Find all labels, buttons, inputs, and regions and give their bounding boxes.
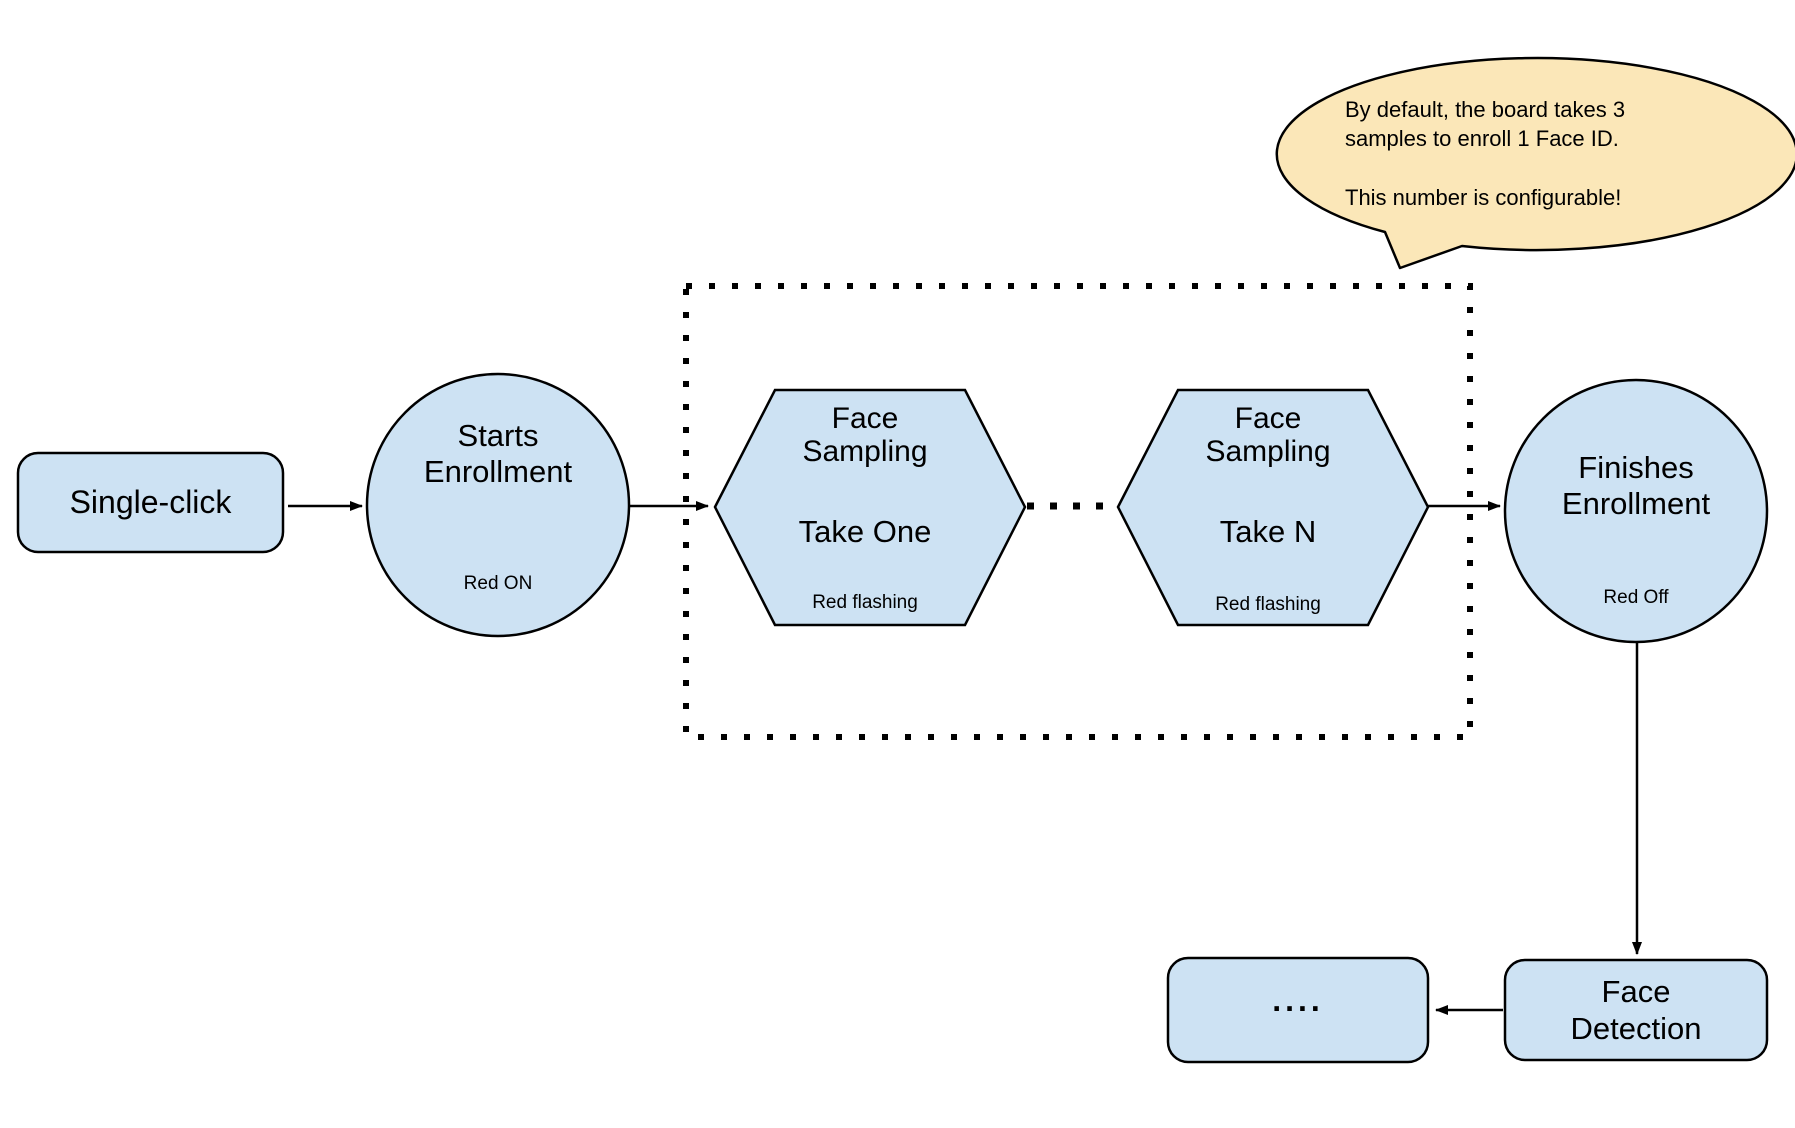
sampling-n-status: Red flashing bbox=[1215, 594, 1321, 615]
sampling-n-take-label: Take N bbox=[1219, 514, 1317, 549]
single-click-label: Single-click bbox=[69, 484, 232, 520]
sampling-one-take-label: Take One bbox=[798, 514, 932, 549]
callout-text-line1: By default, the board takes 3 bbox=[1345, 97, 1626, 122]
continuation-label: .... bbox=[1272, 981, 1324, 1018]
finishes-enrollment-status: Red Off bbox=[1603, 587, 1669, 608]
sampling-one-status: Red flashing bbox=[812, 592, 918, 613]
sampling-n-title: Face Sampling bbox=[1205, 402, 1331, 468]
sampling-group-dotted-box bbox=[683, 283, 1473, 740]
callout-text-line3: This number is configurable! bbox=[1345, 185, 1622, 210]
finishes-enrollment-title: Finishes Enrollment bbox=[1561, 450, 1711, 521]
face-detection-label: Face Detection bbox=[1570, 974, 1702, 1046]
single-click-node bbox=[16, 451, 285, 554]
callout-text-line2: samples to enroll 1 Face ID. bbox=[1345, 126, 1619, 151]
sampling-one-title: Face Sampling bbox=[802, 402, 928, 468]
continuation-node bbox=[1166, 956, 1430, 1064]
face-detection-node bbox=[1503, 958, 1769, 1062]
callout-bubble bbox=[1275, 56, 1795, 270]
starts-enrollment-status: Red ON bbox=[463, 573, 533, 594]
face-sampling-take-one-node bbox=[713, 388, 1027, 627]
starts-enrollment-node bbox=[365, 372, 631, 638]
starts-enrollment-title: Starts Enrollment bbox=[423, 418, 573, 489]
